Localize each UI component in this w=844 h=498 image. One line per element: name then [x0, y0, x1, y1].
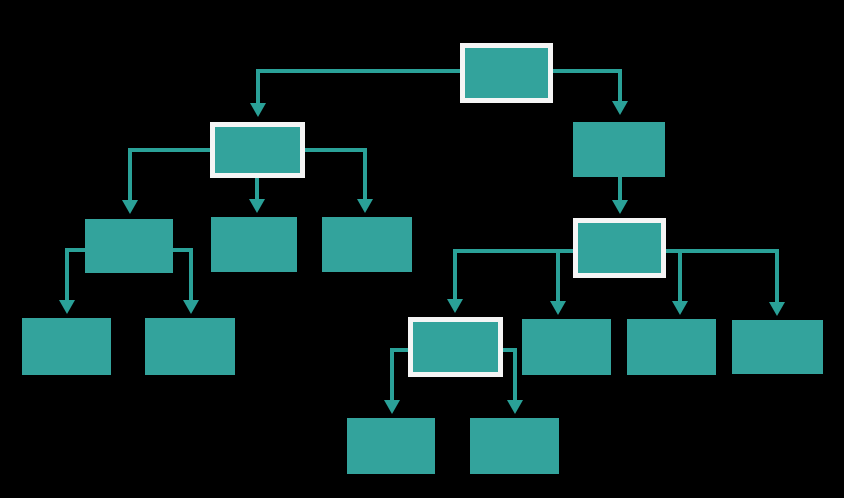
edge-r1-to-r1d	[666, 249, 779, 302]
tree-node-r1c[interactable]	[627, 319, 716, 375]
edge-l1-to-l1b	[173, 248, 193, 300]
arrowhead-icon	[550, 301, 566, 315]
tree-node-l1[interactable]	[85, 219, 173, 273]
arrowhead-icon	[672, 301, 688, 315]
edge-r1a-to-r1a1	[390, 348, 408, 400]
arrowhead-icon	[612, 101, 628, 115]
arrowhead-icon	[384, 400, 400, 414]
edge-l-to-l1	[128, 148, 210, 200]
tree-node-r1a2[interactable]	[470, 418, 559, 474]
tree-node-l3[interactable]	[322, 217, 412, 272]
tree-node-r1b[interactable]	[522, 319, 611, 375]
edge-l1-to-l1a	[65, 248, 85, 300]
tree-node-r1-highlighted[interactable]	[573, 218, 666, 278]
edge-r1a-to-r1a2	[503, 348, 517, 400]
arrowhead-icon	[507, 400, 523, 414]
arrowhead-icon	[447, 299, 463, 313]
tree-node-l2[interactable]	[211, 217, 297, 272]
tree-node-l1a[interactable]	[22, 318, 111, 375]
arrowhead-icon	[612, 200, 628, 214]
tree-node-r1d[interactable]	[732, 320, 823, 374]
edge-root-to-r	[553, 69, 622, 101]
tree-node-r1a-highlighted[interactable]	[408, 317, 503, 377]
edge-r1-to-r1a	[453, 249, 573, 299]
tree-node-r1a1[interactable]	[347, 418, 435, 474]
arrowhead-icon	[357, 199, 373, 213]
tree-node-root-highlighted[interactable]	[460, 43, 553, 103]
arrowhead-icon	[249, 199, 265, 213]
arrowhead-icon	[250, 103, 266, 117]
edge-root-to-l	[256, 69, 460, 103]
tree-node-l1b[interactable]	[145, 318, 235, 375]
edge-l-to-l3	[305, 148, 367, 199]
arrowhead-icon	[769, 302, 785, 316]
arrowhead-icon	[122, 200, 138, 214]
arrowhead-icon	[183, 300, 199, 314]
arrowhead-icon	[59, 300, 75, 314]
tree-node-r[interactable]	[573, 122, 665, 177]
edge-r1-to-r1b	[556, 249, 573, 301]
tree-node-l-highlighted[interactable]	[210, 122, 305, 178]
